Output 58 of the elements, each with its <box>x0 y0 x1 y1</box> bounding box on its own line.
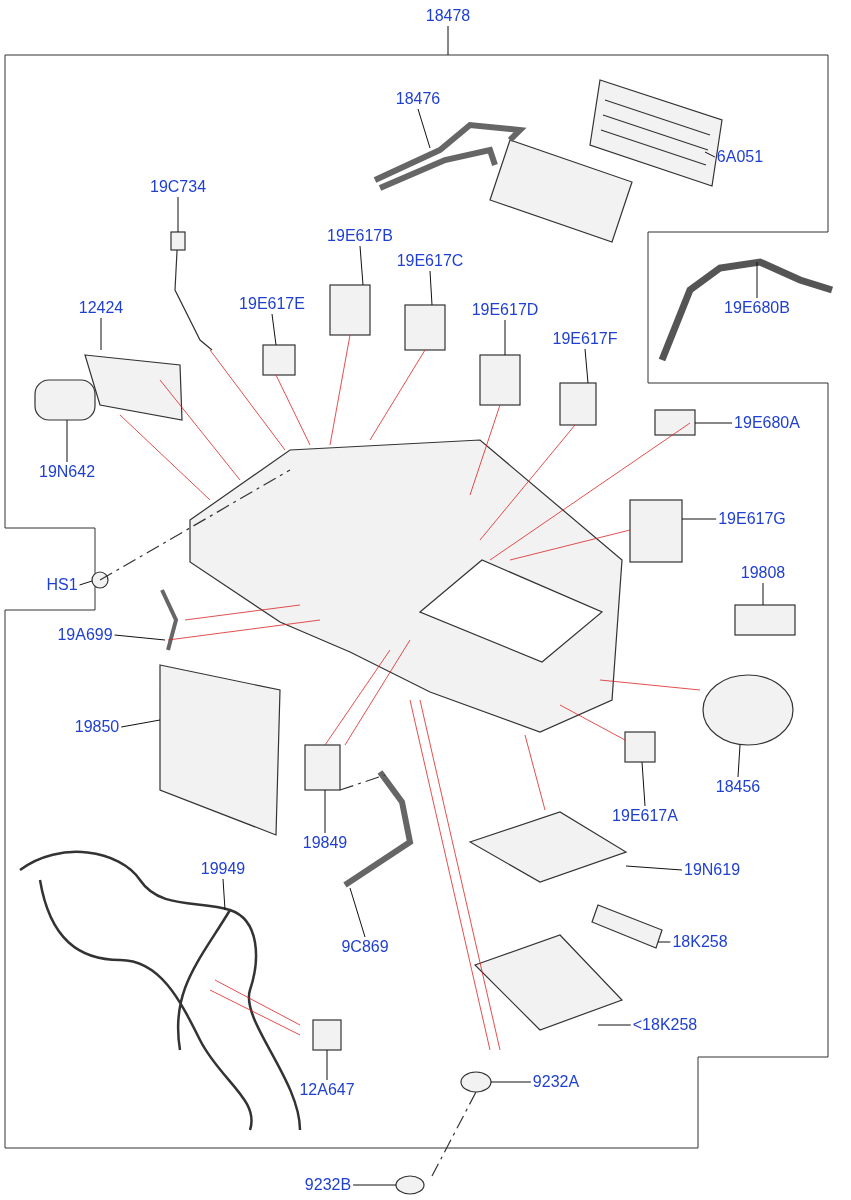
callout-number: 19850 <box>74 718 120 736</box>
leader-line <box>100 317 102 351</box>
callout-number: 19E617A <box>612 807 678 825</box>
leader-line <box>756 261 758 299</box>
leader-line <box>359 245 364 286</box>
leader-line <box>417 108 431 149</box>
leader-line <box>429 270 433 306</box>
leader-line <box>66 419 68 463</box>
callout-number: 9232B <box>304 1176 352 1194</box>
callout-number: <18K258 <box>632 1016 698 1034</box>
leader-line <box>324 789 326 834</box>
callout-number: 19E680A <box>734 414 800 432</box>
callout-number: 19E680B <box>724 299 790 317</box>
callout-number: 9232A <box>532 1073 580 1091</box>
callout-number: 19A699 <box>57 626 113 644</box>
leader-line <box>177 196 179 233</box>
leader-line <box>352 1184 397 1186</box>
leader-line <box>704 151 716 158</box>
callout-number: 12424 <box>78 299 124 317</box>
callout-number: 19E617F <box>552 330 618 348</box>
callout-number: 19N642 <box>39 463 95 481</box>
callout-number: 19E617B <box>327 227 393 245</box>
callout-number: 18K258 <box>672 933 728 951</box>
leader-line <box>584 348 589 384</box>
callout-number: 18456 <box>715 778 761 796</box>
leader-line <box>681 518 717 520</box>
leader-line <box>114 634 166 641</box>
callout-number: 12A647 <box>299 1081 355 1099</box>
leader-line <box>504 319 506 356</box>
leader-line <box>79 580 93 586</box>
callout-number: 19C734 <box>150 178 206 196</box>
leader-line <box>625 865 683 871</box>
callout-number: 18478 <box>425 7 471 25</box>
callout-number: HS1 <box>46 576 78 594</box>
callout-number: 9C869 <box>341 938 389 956</box>
callout-number: 6A051 <box>716 148 764 166</box>
leader-line <box>641 761 646 807</box>
callout-number: 18476 <box>395 90 441 108</box>
callout-number: 19808 <box>740 564 786 582</box>
leader-line <box>737 744 741 778</box>
leader-line <box>222 878 226 911</box>
leader-line <box>447 25 449 56</box>
callout-number: 19E617D <box>471 301 539 319</box>
callout-number: 19849 <box>302 834 348 852</box>
leader-line <box>349 887 366 938</box>
leader-line <box>271 313 277 346</box>
leader-line <box>694 422 733 424</box>
callout-number: 19E617C <box>396 252 464 270</box>
leader-line <box>657 941 671 943</box>
callout-number: 19E617E <box>239 295 305 313</box>
leader-line <box>762 582 764 606</box>
callout-number: 19N619 <box>684 861 740 879</box>
leader-line <box>326 1049 328 1081</box>
leader-line <box>597 1024 632 1026</box>
callout-number: 19E617G <box>718 510 786 528</box>
leader-line <box>490 1081 532 1083</box>
callout-number: 19949 <box>200 860 246 878</box>
leader-line <box>120 719 161 728</box>
